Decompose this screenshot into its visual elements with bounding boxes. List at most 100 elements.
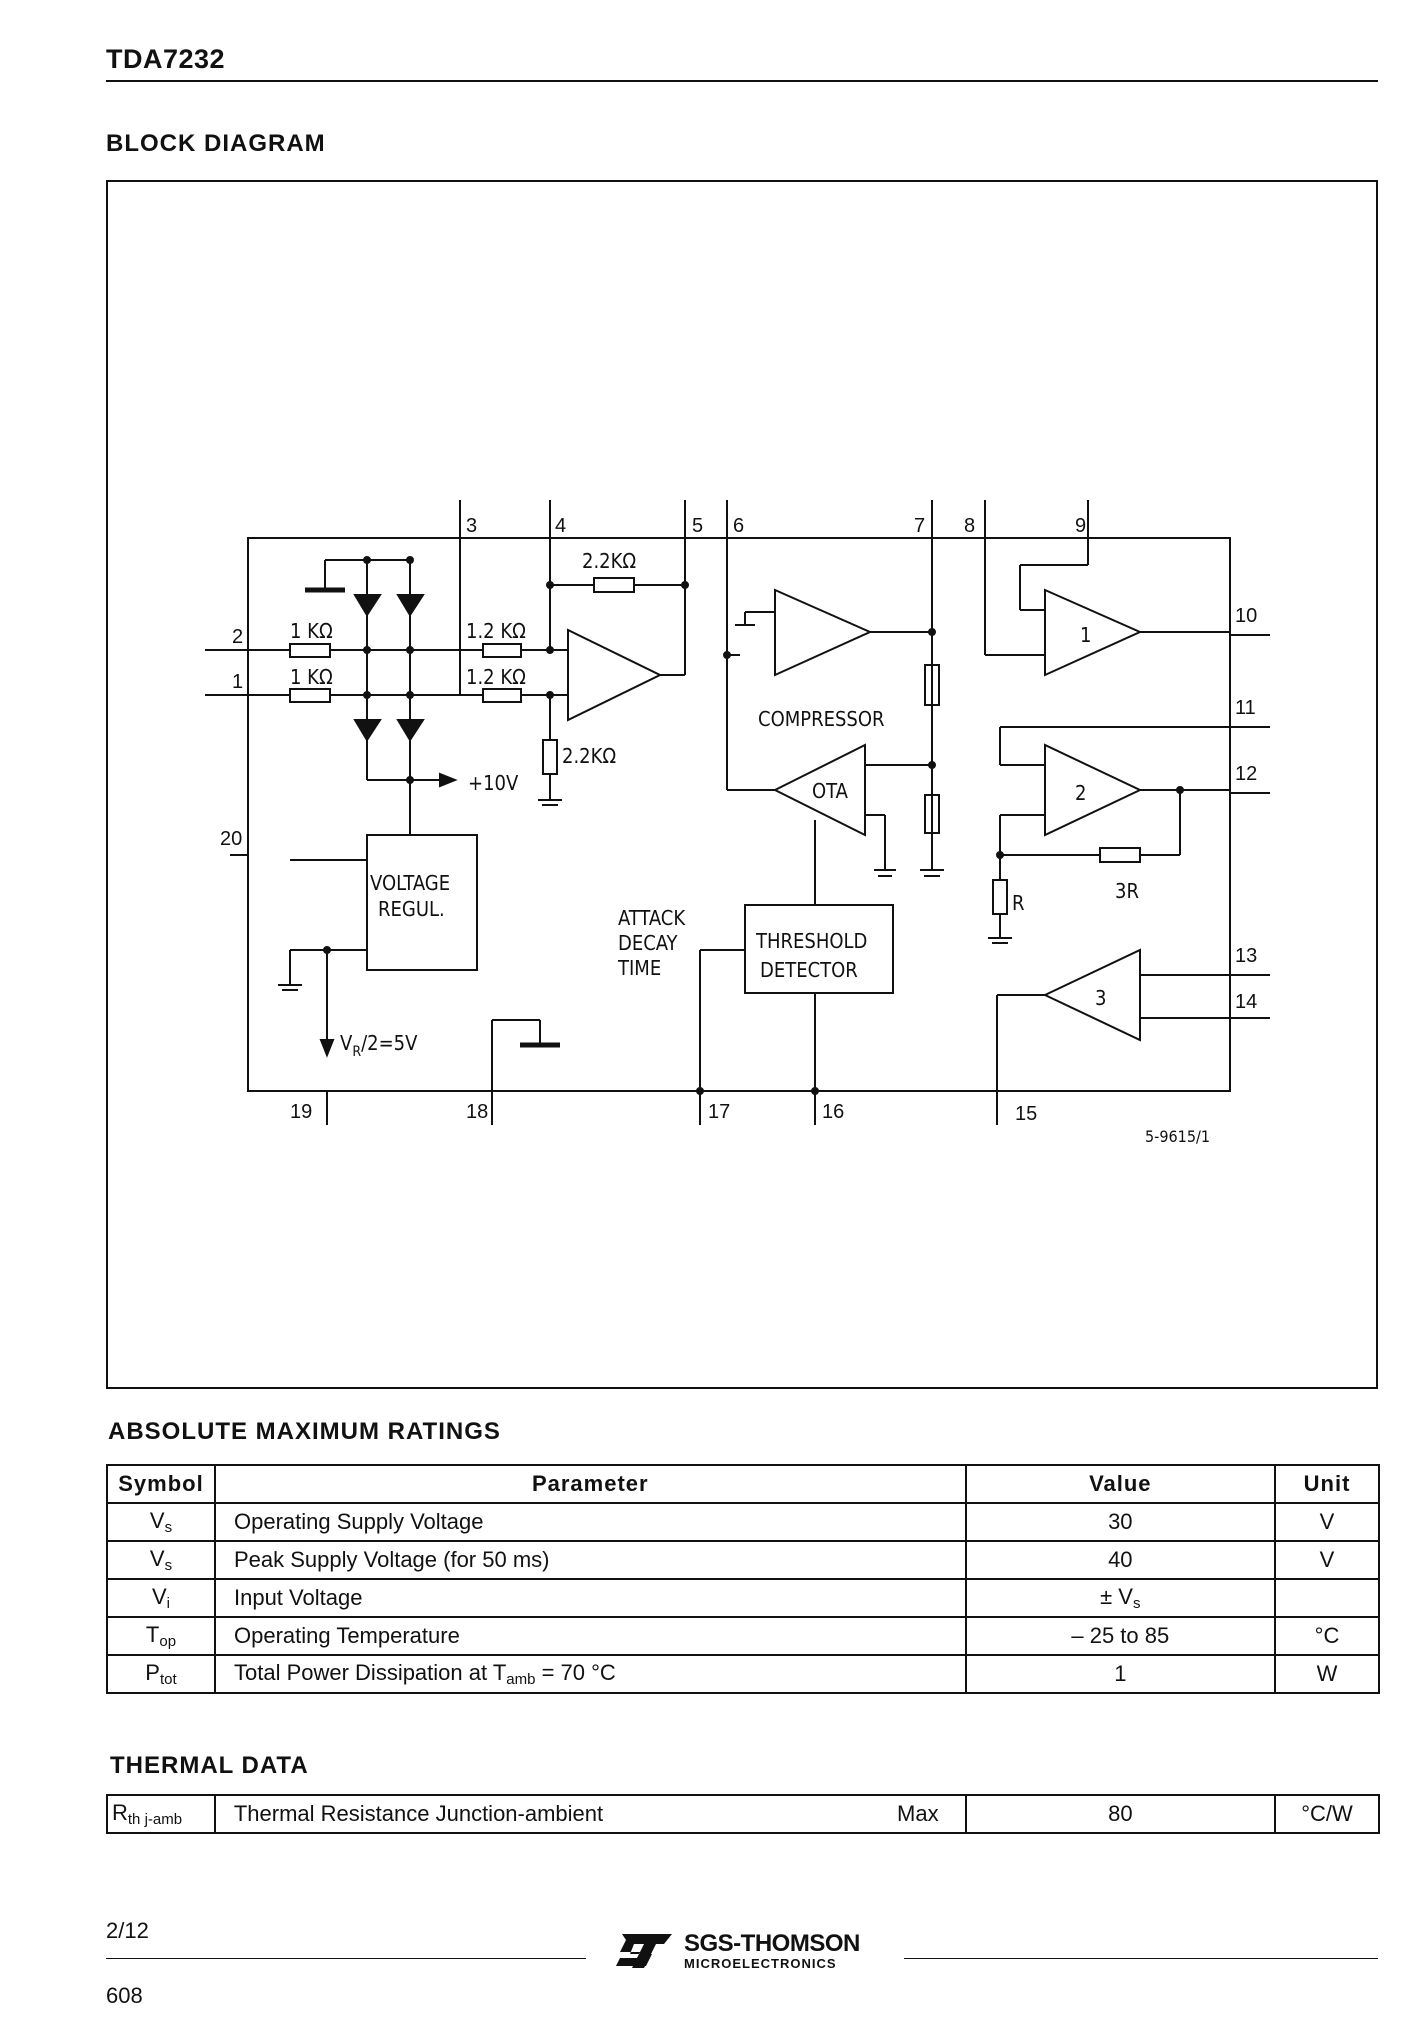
- resistor-1k-b: [289, 688, 331, 703]
- resistor-2-2k-ground: [542, 739, 558, 775]
- row-symbol: Rth j-amb: [106, 1794, 216, 1834]
- table-row: Rth j-amb Thermal Resistance Junction-am…: [106, 1794, 1380, 1834]
- compressor-resistor-a: [924, 664, 940, 706]
- pin-17: 17: [708, 1101, 730, 1123]
- label-vr: VR/2=5V: [340, 1031, 418, 1060]
- row-value: ± Vs: [964, 1578, 1277, 1618]
- label-voltage: VOLTAGE: [370, 871, 450, 895]
- label-ota: OTA: [812, 779, 849, 803]
- label-1-2k-b: 1.2 KΩ: [466, 665, 526, 689]
- amplifier-3: [1042, 948, 1141, 1042]
- row-value: – 25 to 85: [964, 1616, 1277, 1656]
- thermal-qualifier: Max: [897, 1801, 939, 1826]
- pin-8: 8: [964, 515, 975, 537]
- label-regul: REGUL.: [378, 897, 445, 921]
- label-threshold: THRESHOLD: [755, 929, 867, 953]
- header-unit: Unit: [1274, 1464, 1380, 1504]
- label-2-2k-bottom: 2.2KΩ: [562, 744, 616, 768]
- pin-7: 7: [914, 515, 925, 537]
- compressor-opamp: [774, 588, 873, 677]
- diode-icon: [396, 719, 425, 742]
- row-value: 40: [964, 1540, 1277, 1580]
- resistor-2-2k-feedback: [593, 577, 635, 593]
- label-time: TIME: [617, 956, 661, 980]
- row-unit: °C/W: [1274, 1794, 1380, 1834]
- header-value: Value: [964, 1464, 1277, 1504]
- pin-5: 5: [692, 515, 703, 537]
- table-row: Vs Peak Supply Voltage (for 50 ms) 40 V: [106, 1540, 1380, 1580]
- diode-icon: [353, 719, 382, 742]
- compressor-resistor-b: [924, 794, 940, 834]
- row-value: 80: [964, 1794, 1277, 1834]
- block-diagram-title: BLOCK DIAGRAM: [106, 130, 326, 157]
- label-1k-b: 1 KΩ: [290, 665, 333, 689]
- label-compressor: COMPRESSOR: [758, 707, 884, 731]
- row-parameter: Peak Supply Voltage (for 50 ms): [213, 1540, 967, 1580]
- pin-1: 1: [232, 671, 243, 693]
- label-r: R: [1012, 891, 1025, 915]
- label-drawing-code: 5-9615/1: [1145, 1127, 1210, 1146]
- row-symbol: Vs: [106, 1502, 216, 1542]
- diode-icon: [353, 594, 382, 617]
- pin-2: 2: [232, 626, 243, 648]
- pin-16: 16: [822, 1101, 844, 1123]
- row-parameter: Operating Supply Voltage: [213, 1502, 967, 1542]
- resistor-1-2k-b: [482, 688, 522, 703]
- header-parameter: Parameter: [213, 1464, 967, 1504]
- pin-12: 12: [1235, 763, 1257, 785]
- amplifier-2: [1044, 743, 1143, 837]
- resistor-r: [992, 879, 1008, 915]
- row-value: 30: [964, 1502, 1277, 1542]
- label-2-2k-top: 2.2KΩ: [582, 549, 636, 573]
- pin-11: 11: [1235, 697, 1256, 719]
- pin-3: 3: [466, 515, 477, 537]
- abs-max-table: Symbol Parameter Value Unit Vs Operating…: [106, 1464, 1380, 1694]
- row-unit: V: [1274, 1502, 1380, 1542]
- pin-20: 20: [220, 828, 242, 850]
- ic-outline: [247, 537, 1231, 1092]
- thermal-table: Rth j-amb Thermal Resistance Junction-am…: [106, 1794, 1380, 1834]
- diode-icon: [396, 594, 425, 617]
- row-symbol: Vs: [106, 1540, 216, 1580]
- pin-6: 6: [733, 515, 744, 537]
- resistor-3r: [1099, 847, 1141, 863]
- label-plus-10v: +10V: [468, 771, 519, 795]
- row-unit: W: [1274, 1654, 1380, 1694]
- row-symbol: Top: [106, 1616, 216, 1656]
- resistor-1-2k-a: [482, 643, 522, 658]
- label-amp2: 2: [1075, 781, 1086, 805]
- row-parameter: Total Power Dissipation at Tamb = 70 °C: [213, 1654, 967, 1694]
- label-amp3: 3: [1095, 986, 1106, 1010]
- row-parameter: Thermal Resistance Junction-ambient Max: [213, 1794, 967, 1834]
- row-unit: [1274, 1578, 1380, 1618]
- pin-9: 9: [1075, 515, 1086, 537]
- abs-max-title: ABSOLUTE MAXIMUM RATINGS: [108, 1418, 501, 1445]
- label-1k-a: 1 KΩ: [290, 619, 333, 643]
- block-diagram-frame: [106, 180, 1378, 1389]
- ota-block: [772, 743, 866, 837]
- pin-15: 15: [1015, 1103, 1037, 1125]
- table-row: Ptot Total Power Dissipation at Tamb = 7…: [106, 1654, 1380, 1694]
- voltage-regulator-block: [366, 834, 478, 971]
- brand-name: SGS-THOMSON: [684, 1930, 860, 1957]
- page-indicator: 2/12: [106, 1918, 149, 1943]
- arrow-icon: [439, 772, 458, 788]
- row-parameter: Operating Temperature: [213, 1616, 967, 1656]
- header-rule: [106, 80, 1378, 82]
- table-row: Vs Operating Supply Voltage 30 V: [106, 1502, 1380, 1542]
- table-header-row: Symbol Parameter Value Unit: [106, 1464, 1380, 1504]
- document-title: TDA7232: [106, 44, 226, 74]
- row-unit: °C: [1274, 1616, 1380, 1656]
- block-diagram: 2.2KΩ 1 KΩ 1 KΩ 1.2 KΩ 1.2 KΩ 2.2KΩ +10V…: [205, 500, 1270, 1146]
- label-3r: 3R: [1115, 879, 1139, 903]
- row-unit: V: [1274, 1540, 1380, 1580]
- header-symbol: Symbol: [106, 1464, 216, 1504]
- row-symbol: Vi: [106, 1578, 216, 1618]
- brand-subtitle: MICROELECTRONICS: [684, 1956, 837, 1971]
- page-number: 608: [106, 1983, 143, 2008]
- pin-14: 14: [1235, 991, 1257, 1013]
- pin-18: 18: [466, 1101, 488, 1123]
- table-row: Vi Input Voltage ± Vs: [106, 1578, 1380, 1618]
- label-decay: DECAY: [618, 931, 679, 955]
- label-amp1: 1: [1080, 623, 1091, 647]
